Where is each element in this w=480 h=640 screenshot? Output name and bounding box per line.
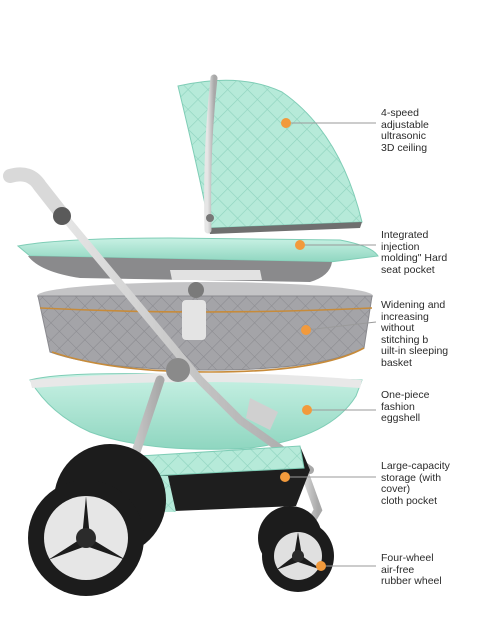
callout-canopy: 4-speed adjustable ultrasonic 3D ceiling [381, 107, 429, 154]
marker-wheels [316, 561, 326, 571]
callout-markers [280, 118, 326, 571]
front-wheel-front [262, 520, 334, 592]
rear-wheel-front [28, 480, 144, 596]
callout-storage: Large-capacity storage (with cover) clot… [381, 460, 450, 507]
callout-leaders [285, 122, 377, 567]
eggshell [29, 373, 363, 450]
storage-basket [139, 445, 310, 512]
marker-seat-pocket [295, 240, 305, 250]
callout-basket: Widening and increasing without stitchin… [381, 299, 449, 369]
callout-eggshell: One-piece fashion eggshell [381, 389, 430, 424]
callout-seat-pocket: Integrated injection molding" Hard seat … [381, 229, 448, 276]
marker-storage [280, 472, 290, 482]
marker-basket [301, 325, 311, 335]
callout-wheels: Four-wheel air-free rubber wheel [381, 552, 442, 587]
canopy [177, 74, 363, 234]
marker-eggshell [302, 405, 312, 415]
marker-canopy [281, 118, 291, 128]
